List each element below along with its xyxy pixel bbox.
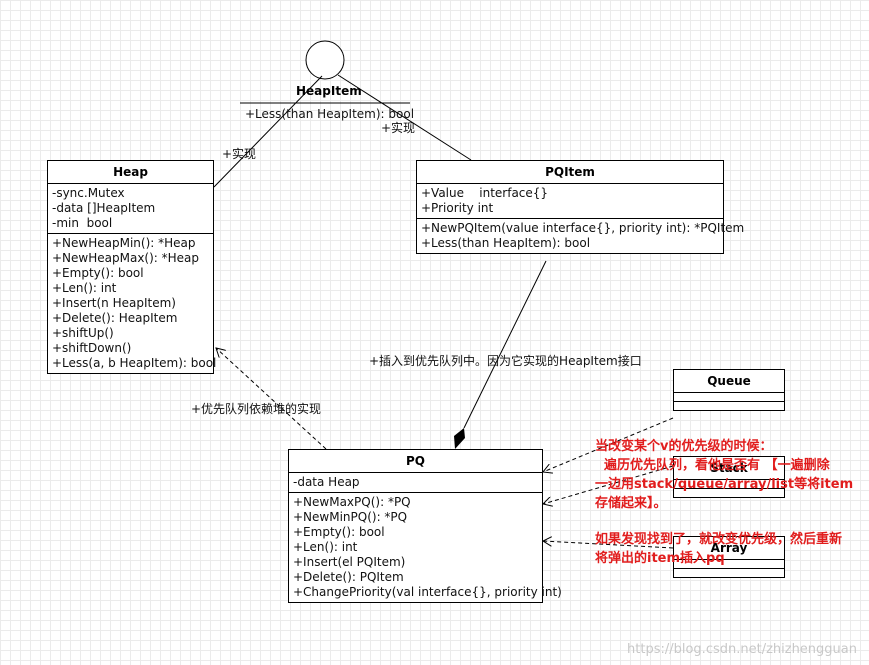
heap-class-title: Heap: [48, 161, 213, 184]
queue-fields: [674, 393, 784, 402]
heap-method: +NewHeapMin(): *Heap: [52, 236, 196, 250]
stack-class[interactable]: Stack: [673, 456, 785, 498]
array-methods: [674, 569, 784, 577]
pq-class-title: PQ: [289, 450, 542, 473]
pqitem-methods: +NewPQItem(value interface{}, priority i…: [417, 219, 745, 253]
queue-class-title: Queue: [674, 370, 784, 393]
stack-fields: [674, 480, 784, 489]
heap-field: -data []HeapItem: [52, 201, 156, 215]
pq-method: +Empty(): bool: [293, 525, 385, 539]
array-to-pq-line: [543, 541, 674, 549]
pqitem-class[interactable]: PQItem +Value interface{} +Priority int …: [416, 160, 745, 254]
pq-composes-pqitem-line: [463, 260, 547, 429]
watermark: https://blog.csdn.net/zhizhengguan: [627, 642, 857, 657]
pq-depends-heap-line: [216, 348, 327, 450]
heap-method: +Empty(): bool: [52, 266, 144, 280]
pqitem-fields: +Value interface{} +Priority int: [417, 184, 723, 219]
heap-field: -sync.Mutex: [52, 186, 125, 200]
pqitem-class-title: PQItem: [417, 161, 723, 184]
heap-methods: +NewHeapMin(): *Heap +NewHeapMax(): *Hea…: [48, 234, 217, 373]
pq-methods: +NewMaxPQ(): *PQ +NewMinPQ(): *PQ +Empty…: [289, 493, 562, 602]
pq-fields: -data Heap: [289, 473, 542, 493]
pqitem-method: +NewPQItem(value interface{}, priority i…: [421, 221, 745, 235]
dependency-label: +优先队列依赖堆的实现: [191, 402, 322, 416]
pqitem-realizes-heapitem-line: [337, 74, 472, 161]
heap-realizes-heapitem-line: [213, 75, 323, 188]
heap-method: +shiftDown(): [52, 341, 132, 355]
heap-method: +Len(): int: [52, 281, 117, 295]
pqitem-field: +Value interface{}: [421, 186, 549, 200]
composition-diamond: [454, 428, 465, 449]
realize-label-pqitem: +实现: [381, 121, 416, 135]
array-class-title: Array: [674, 537, 784, 560]
heap-method: +NewHeapMax(): *Heap: [52, 251, 200, 265]
pq-method: +NewMinPQ(): *PQ: [293, 510, 408, 524]
interface-method: +Less(than HeapItem): bool: [245, 107, 415, 121]
realize-label-heap: +实现: [222, 147, 257, 161]
heap-method: +Delete(): HeapItem: [52, 311, 178, 325]
queue-methods: [674, 402, 784, 410]
heap-fields: -sync.Mutex -data []HeapItem -min bool: [48, 184, 213, 234]
pq-method: +NewMaxPQ(): *PQ: [293, 495, 411, 509]
pq-field: -data Heap: [293, 475, 360, 489]
pq-class[interactable]: PQ -data Heap +NewMaxPQ(): *PQ +NewMinPQ…: [288, 449, 562, 603]
heap-method: +shiftUp(): [52, 326, 114, 340]
pqitem-method: +Less(than HeapItem): bool: [421, 236, 591, 250]
pq-method: +ChangePriority(val interface{}, priorit…: [293, 585, 562, 599]
array-fields: [674, 560, 784, 569]
queue-to-pq-line: [543, 417, 674, 472]
heap-class[interactable]: Heap -sync.Mutex -data []HeapItem -min b…: [47, 160, 217, 374]
pq-method: +Insert(el PQItem): [293, 555, 406, 569]
insert-label: +插入到优先队列中。因为它实现的HeapItem接口: [369, 354, 642, 368]
heap-field: -min bool: [52, 216, 113, 230]
pq-method: +Delete(): PQItem: [293, 570, 404, 584]
heap-method: +Insert(n HeapItem): [52, 296, 176, 310]
interface-circle: [305, 40, 345, 80]
interface-name: HeapItem: [296, 84, 362, 98]
array-class[interactable]: Array: [673, 536, 785, 578]
stack-class-title: Stack: [674, 457, 784, 480]
heap-method: +Less(a, b HeapItem): bool: [52, 356, 217, 370]
pq-method: +Len(): int: [293, 540, 358, 554]
reinsert-note: 如果发现找到了，就改变优先级，然后重新 将弹出的item插入pq: [595, 532, 843, 566]
stack-to-pq-line: [543, 465, 674, 504]
queue-class[interactable]: Queue: [673, 369, 785, 411]
priority-change-note: 当改变某个v的优先级的时候： 遍历优先队列，看他是否有 【一遍删除 一边用sta…: [595, 439, 854, 511]
pqitem-field: +Priority int: [421, 201, 494, 215]
